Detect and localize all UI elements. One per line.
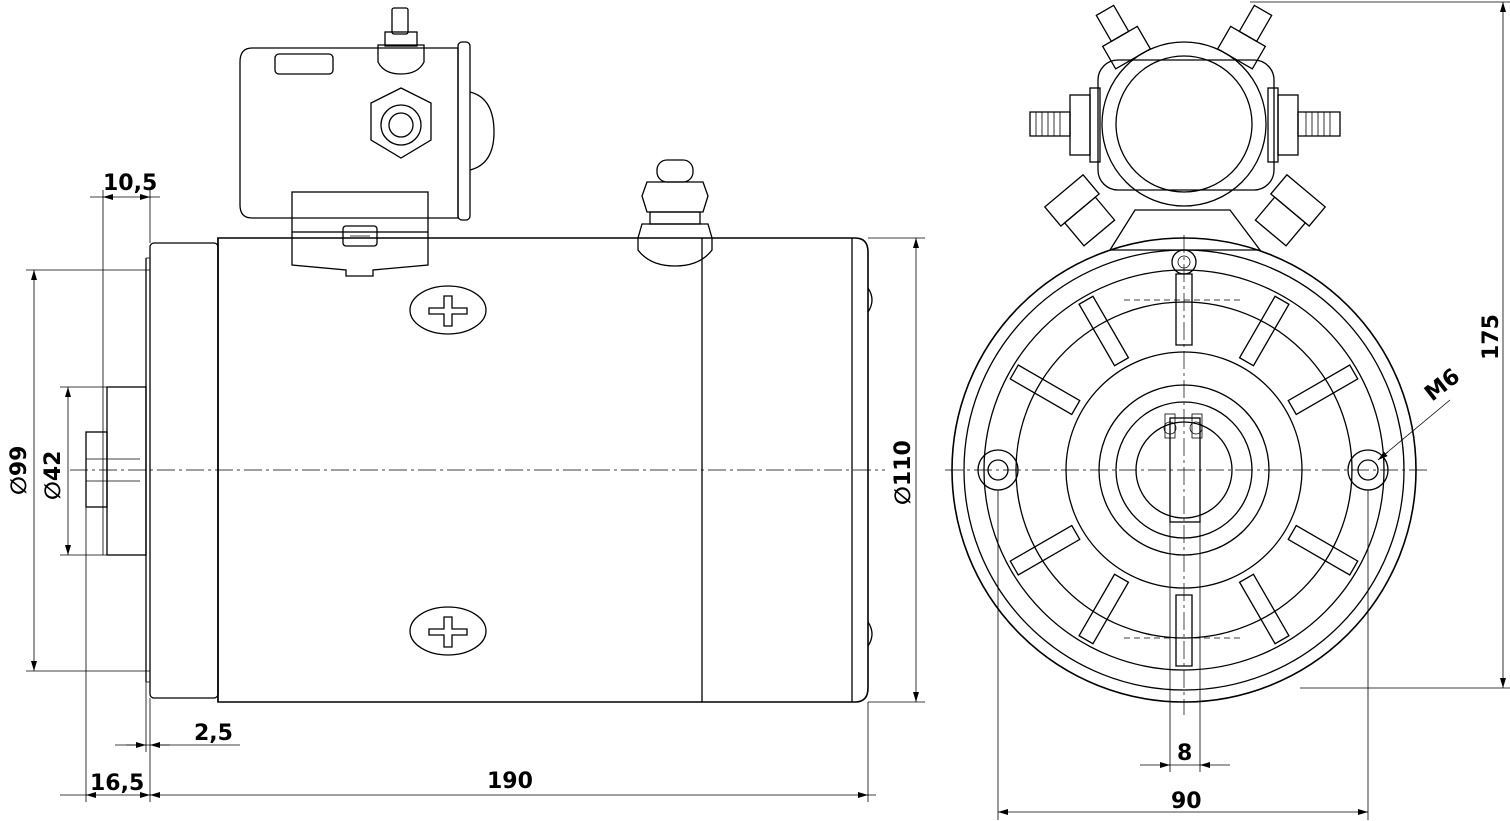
end-plate-ribs: [1009, 273, 1359, 667]
shaft: [85, 431, 108, 508]
dim-190: 190: [487, 769, 533, 794]
end-plate-rib: [1009, 364, 1081, 416]
front-solenoid: [1029, 4, 1341, 251]
dim-m6: M6: [1420, 364, 1465, 407]
end-plate-rib: [1078, 573, 1130, 645]
dim-90: 90: [1171, 789, 1202, 814]
dim-2-5: 2,5: [194, 721, 233, 746]
shaft-boss: [106, 386, 147, 556]
motor-housing: [217, 237, 869, 703]
housing-screw-top: [409, 285, 487, 335]
dim-16-5: 16,5: [90, 771, 144, 796]
body-terminal: [637, 159, 713, 267]
end-plate-rib: [1078, 295, 1130, 367]
end-flange: [149, 242, 219, 699]
dimension-labels: 10,5 ∅99 ∅42 2,5 16,5 190 ∅110 175 M6 8 …: [7, 171, 1504, 814]
end-plate-rib: [1238, 573, 1290, 645]
dim-10-5: 10,5: [103, 171, 157, 196]
side-view: [26, 7, 925, 802]
solenoid: [239, 7, 495, 277]
dim-175: 175: [1479, 314, 1504, 360]
front-view: [945, 1, 1510, 820]
end-plate-rib: [1175, 594, 1193, 667]
end-plate-rib: [1175, 273, 1193, 346]
dim-8: 8: [1177, 741, 1192, 766]
end-plate-rib: [1238, 295, 1290, 367]
dim-diameter-110: ∅110: [891, 440, 916, 505]
end-plate-rib: [1287, 364, 1359, 416]
dim-diameter-42: ∅42: [41, 451, 66, 500]
end-plate-rib: [1287, 524, 1359, 576]
end-plate-rib: [1009, 524, 1081, 576]
dim-diameter-99: ∅99: [7, 446, 32, 495]
housing-screw-bottom: [409, 606, 487, 656]
